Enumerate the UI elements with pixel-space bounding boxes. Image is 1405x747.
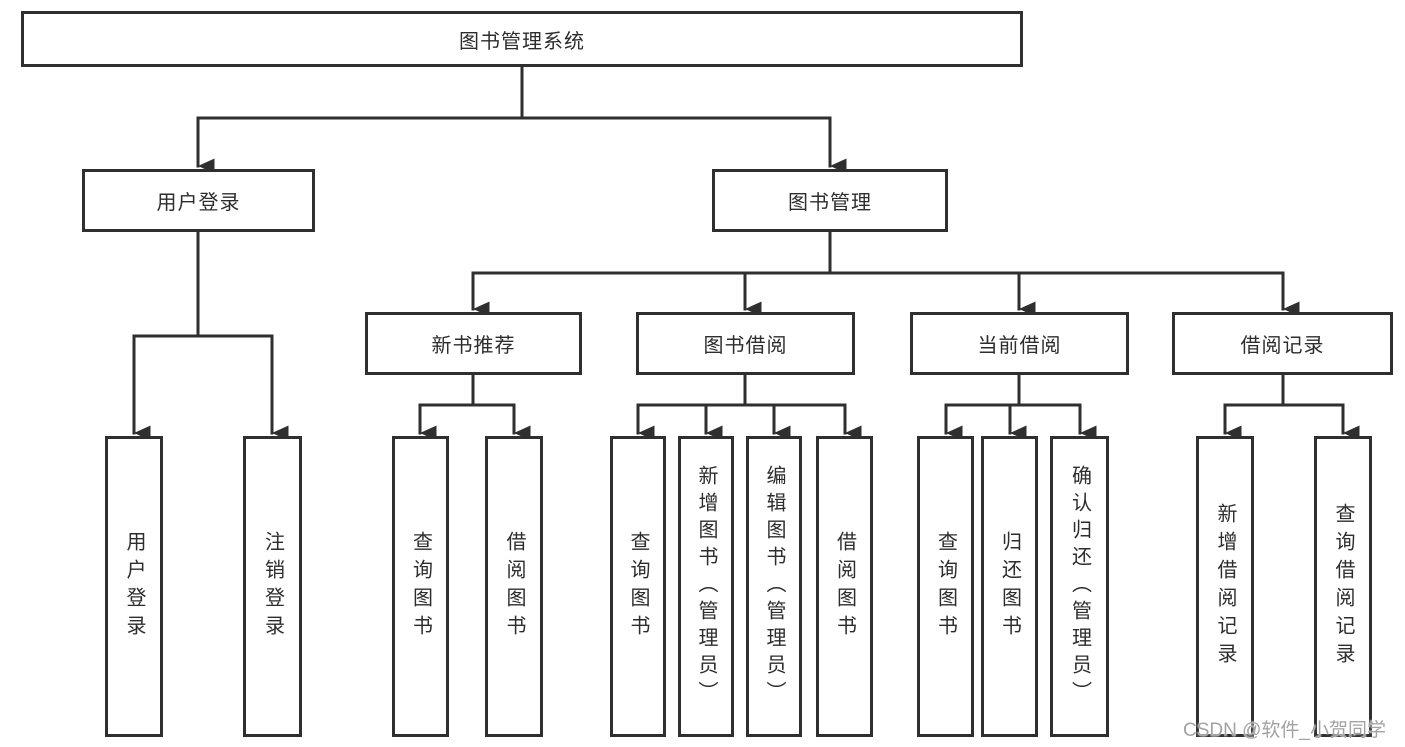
- node-user-login-label: 用户登录: [156, 192, 241, 214]
- leaf-add-borrow-record: 新增借阅记录: [1196, 436, 1254, 737]
- node-user-login: 用户登录: [82, 169, 315, 232]
- node-root-system: 图书管理系统: [21, 11, 1023, 67]
- leaf-query-books-current: 查询图书: [917, 436, 974, 737]
- leaf-borrow-books-recommend: 借阅图书: [485, 436, 543, 737]
- leaf-user-login-label: 用户登录: [123, 530, 145, 643]
- node-new-book-recommend-label: 新书推荐: [431, 335, 516, 357]
- csdn-watermark: CSDN @软件_小贺同学: [1183, 720, 1386, 741]
- leaf-query-books-current-label: 查询图书: [934, 530, 957, 643]
- leaf-borrow-books-recommend-label: 借阅图书: [503, 530, 525, 643]
- leaf-logout-label: 注销登录: [261, 530, 284, 643]
- node-borrow-records: 借阅记录: [1172, 312, 1393, 375]
- leaf-borrow-books: 借阅图书: [816, 436, 873, 737]
- leaf-return-books-label: 归还图书: [998, 530, 1021, 643]
- leaf-add-borrow-record-label: 新增借阅记录: [1214, 502, 1236, 671]
- leaf-query-books-recommend-label: 查询图书: [409, 530, 432, 643]
- leaf-query-books-borrow: 查询图书: [610, 436, 666, 737]
- node-book-borrow: 图书借阅: [636, 312, 855, 375]
- node-current-borrow-label: 当前借阅: [977, 335, 1062, 357]
- leaf-logout: 注销登录: [243, 436, 302, 737]
- leaf-confirm-return-admin-label: 确认归还（管理员）: [1068, 465, 1091, 708]
- leaf-add-books-admin: 新增图书（管理员）: [678, 436, 734, 737]
- leaf-user-login: 用户登录: [105, 436, 163, 737]
- leaf-borrow-books-label: 借阅图书: [833, 530, 856, 643]
- node-root-system-label: 图书管理系统: [459, 30, 585, 53]
- leaf-edit-books-admin-label: 编辑图书（管理员）: [763, 465, 785, 708]
- leaf-query-books-recommend: 查询图书: [392, 436, 449, 737]
- node-book-management-label: 图书管理: [788, 192, 872, 214]
- leaf-query-borrow-record: 查询借阅记录: [1314, 436, 1372, 737]
- node-book-borrow-label: 图书借阅: [703, 335, 788, 357]
- node-borrow-records-label: 借阅记录: [1240, 335, 1325, 357]
- node-book-management: 图书管理: [712, 169, 948, 232]
- leaf-query-borrow-record-label: 查询借阅记录: [1332, 502, 1354, 671]
- node-new-book-recommend: 新书推荐: [365, 312, 582, 375]
- leaf-add-books-admin-label: 新增图书（管理员）: [695, 465, 717, 708]
- leaf-edit-books-admin: 编辑图书（管理员）: [746, 436, 802, 737]
- node-current-borrow: 当前借阅: [910, 312, 1129, 375]
- leaf-confirm-return-admin: 确认归还（管理员）: [1050, 436, 1109, 737]
- leaf-return-books: 归还图书: [981, 436, 1038, 737]
- leaf-query-books-borrow-label: 查询图书: [627, 530, 649, 643]
